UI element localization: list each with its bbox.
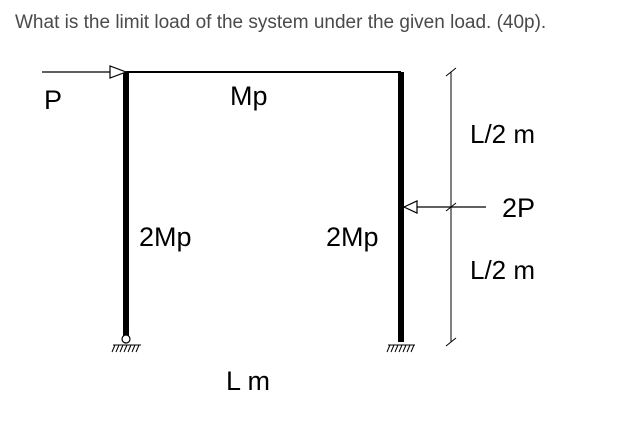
load-p-label: P bbox=[44, 85, 62, 115]
left-column-moment-label: 2Mp bbox=[139, 222, 192, 252]
left-pin-support bbox=[111, 334, 141, 353]
upper-height-label: L/2 m bbox=[470, 119, 535, 149]
right-fixed-support bbox=[386, 344, 415, 353]
load-p-arrow bbox=[42, 65, 128, 79]
right-column-moment-label: 2Mp bbox=[326, 222, 379, 252]
load-2p-arrow bbox=[402, 200, 486, 214]
beam-moment-label: Mp bbox=[230, 81, 268, 111]
load-2p-label: 2P bbox=[502, 193, 535, 223]
question-text: What is the limit load of the system und… bbox=[15, 12, 547, 33]
lower-height-label: L/2 m bbox=[470, 255, 535, 285]
height-dimension-line bbox=[445, 67, 457, 347]
span-label: L m bbox=[226, 366, 270, 396]
